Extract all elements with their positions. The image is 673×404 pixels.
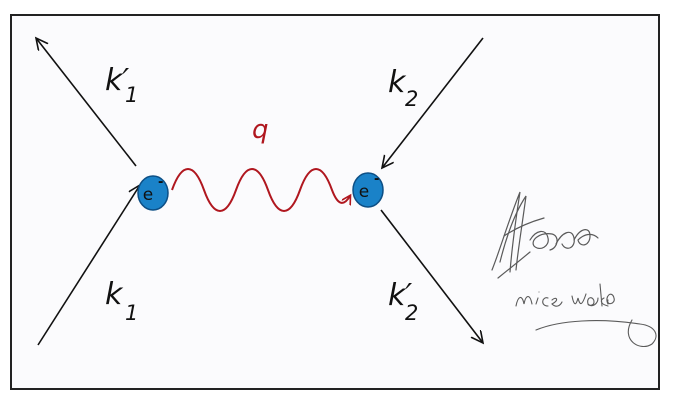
handwritten-note: [515, 283, 657, 347]
svg-text:2: 2: [405, 301, 418, 325]
svg-text:k′: k′: [388, 278, 412, 313]
label-k1: k 1: [105, 277, 138, 325]
electron-left-charge: -: [158, 175, 163, 190]
svg-text:1: 1: [125, 301, 138, 325]
label-k1-prime: k′ 1: [105, 63, 138, 107]
svg-text:k: k: [105, 277, 124, 312]
line-k2: [382, 37, 484, 168]
handwritten-signature: [491, 191, 599, 279]
line-k1: [37, 185, 140, 346]
label-k2-prime: k′ 2: [388, 278, 418, 325]
line-k1-prime: [36, 38, 137, 167]
svg-text:k: k: [388, 65, 407, 100]
electron-right: e -: [352, 172, 384, 208]
svg-text:k′: k′: [105, 63, 129, 98]
electron-right-label: e: [359, 182, 369, 202]
electron-left: e -: [137, 175, 169, 211]
photon-wavy-line: [171, 168, 350, 212]
electron-left-label: e: [143, 185, 153, 205]
diagram-frame: [10, 14, 660, 390]
svg-text:1: 1: [125, 83, 138, 107]
label-k2: k 2: [388, 65, 418, 111]
electron-right-charge: -: [374, 172, 379, 187]
line-k2-prime: [380, 209, 483, 343]
svg-text:2: 2: [405, 87, 418, 111]
label-photon-q: q: [252, 115, 269, 145]
